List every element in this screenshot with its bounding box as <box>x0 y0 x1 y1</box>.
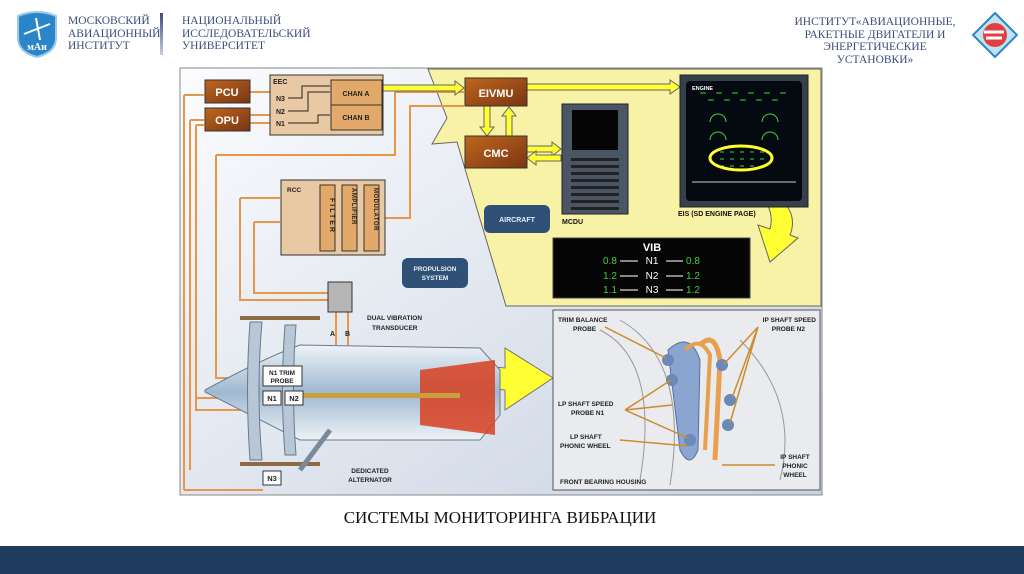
eivmu-label: EIVMU <box>479 88 514 100</box>
vib-row: 0.8 N1 0.8 <box>603 256 700 267</box>
vib-rows: 0.8 N1 0.8 1.2 N2 1.2 1.1 N3 1.2 <box>603 256 700 296</box>
institute-logo <box>972 12 1018 58</box>
nru-line: ИССЛЕДОВАТЕЛЬСКИЙ <box>182 27 311 40</box>
vib-row: 1.2 N2 1.2 <box>603 271 700 282</box>
svg-text:мАи: мАи <box>27 42 47 53</box>
vib-panel <box>552 237 751 299</box>
eis-label: EIS (SD ENGINE PAGE) <box>678 211 756 218</box>
eis-screen <box>686 81 802 201</box>
institute-line: РАКЕТНЫЕ ДВИГАТЕЛИ И <box>804 28 946 41</box>
alternator-label: DEDICATED <box>351 468 389 475</box>
alternator-label: ALTERNATOR <box>348 477 392 484</box>
rcc-label: RCC <box>287 187 301 194</box>
transducer-b-label: B <box>345 331 350 338</box>
lp-wheel-label: LP SHAFT <box>570 434 602 441</box>
chan-b-box <box>330 104 383 131</box>
mai-line: АВИАЦИОННЫЙ <box>68 27 161 40</box>
institute-name: ИНСТИТУТ«АВИАЦИОННЫЕ, РАКЕТНЫЕ ДВИГАТЕЛИ… <box>780 16 970 66</box>
vib-label: N1 <box>646 256 659 267</box>
n2-label: N2 <box>289 394 299 403</box>
trim-balance-label: TRIM BALANCE <box>558 317 608 324</box>
lp-speed-label: LP SHAFT SPEED <box>558 401 614 408</box>
vib-right: 0.8 <box>686 256 700 267</box>
trim-balance-label: PROBE <box>573 326 597 333</box>
vib-title: VIB <box>643 242 661 254</box>
chan-a-label: CHAN A <box>343 91 370 98</box>
nru-name: НАЦИОНАЛЬНЫЙ ИССЛЕДОВАТЕЛЬСКИЙ УНИВЕРСИТ… <box>182 15 311 53</box>
eec-label: EEC <box>273 79 287 86</box>
vib-right: 1.2 <box>686 285 700 296</box>
n1-trim-label: PROBE <box>270 378 294 385</box>
chan-a-box <box>330 79 383 106</box>
footer-bar <box>0 546 1024 574</box>
engine-sensor-labels: N1 TRIM PROBE N1 N2 N3 DEDICATED ALTERNA… <box>262 365 392 486</box>
n1-label: N1 <box>267 394 277 403</box>
opu-box <box>204 107 251 132</box>
vib-left: 0.8 <box>603 256 617 267</box>
lp-wheel-label: PHONIC WHEEL <box>560 443 611 450</box>
eivmu-box <box>464 77 528 107</box>
nru-line: НАЦИОНАЛЬНЫЙ <box>182 15 282 27</box>
cmc-label: CMC <box>483 148 508 160</box>
ip-wheel-label: WHEEL <box>783 472 807 479</box>
mai-name: МОСКОВСКИЙ АВИАЦИОННЫЙ ИНСТИТУТ <box>68 15 160 53</box>
institute-line: УСТАНОВКИ» <box>836 53 914 66</box>
nru-line: УНИВЕРСИТЕТ <box>182 40 266 52</box>
opu-label: OPU <box>215 115 239 127</box>
amplifier-block <box>341 184 358 252</box>
modulator-block <box>363 184 380 252</box>
mai-logo: мАи <box>17 11 57 58</box>
header-divider <box>160 13 163 55</box>
filter-block <box>319 184 336 252</box>
vib-left: 1.2 <box>603 271 617 282</box>
mcdu-keypad <box>571 158 619 210</box>
mcdu-screen <box>572 110 618 150</box>
ip-speed-label: PROBE N2 <box>772 326 806 333</box>
eis-gauges <box>692 92 796 183</box>
bearing-labels: TRIM BALANCE PROBE IP SHAFT SPEED PROBE … <box>558 317 816 486</box>
bearing-drawing <box>599 319 786 486</box>
ip-wheel-label: PHONIC <box>782 463 808 470</box>
ip-wheel-label: IP SHAFT <box>780 454 810 461</box>
n1-trim-label: N1 TRIM <box>269 370 295 377</box>
slide-caption: СИСТЕМЫ МОНИТОРИНГА ВИБРАЦИИ <box>343 508 657 527</box>
ip-speed-label: IP SHAFT SPEED <box>763 317 817 324</box>
engine-cutaway <box>204 316 501 472</box>
propulsion-label: SYSTEM <box>422 275 449 282</box>
mai-line: ИНСТИТУТ <box>68 40 130 52</box>
mai-line: МОСКОВСКИЙ <box>68 15 150 27</box>
aircraft-badge <box>484 205 550 233</box>
mcdu-label: MCDU <box>562 219 583 226</box>
chan-b-label: CHAN B <box>342 115 369 122</box>
institute-line: ИНСТИТУТ«АВИАЦИОННЫЕ, <box>794 16 956 28</box>
vib-highlight <box>708 144 774 172</box>
vib-row: 1.1 N3 1.2 <box>603 285 700 296</box>
amplifier-label: AMPLIFIER <box>350 188 356 225</box>
dual-vibration-label: TRANSDUCER <box>372 325 418 332</box>
vib-right: 1.2 <box>686 271 700 282</box>
transducer-a-label: A <box>330 331 335 338</box>
vib-label: N2 <box>646 271 659 282</box>
propulsion-label: PROPULSION <box>414 266 457 273</box>
vib-left: 1.1 <box>603 285 617 296</box>
pcu-box <box>204 79 251 104</box>
pcu-label: PCU <box>215 87 238 99</box>
lp-speed-label: PROBE N1 <box>571 410 605 417</box>
housing-label: FRONT BEARING HOUSING <box>560 479 646 486</box>
institute-line: ЭНЕРГЕТИЧЕСКИЕ <box>823 41 927 53</box>
eec-input-n1: N1 <box>276 121 285 128</box>
dual-vibration-label: DUAL VIBRATION <box>367 315 422 322</box>
cmc-box <box>464 135 528 169</box>
eec-input-n3: N3 <box>276 96 285 103</box>
n3-label: N3 <box>267 474 277 483</box>
eis-title: ENGINE <box>692 86 713 92</box>
transducer-box <box>327 281 353 313</box>
propulsion-badge <box>402 258 468 288</box>
aircraft-label: AIRCRAFT <box>499 217 535 224</box>
eec-input-n2: N2 <box>276 109 285 116</box>
vib-label: N3 <box>646 285 659 296</box>
filter-label: FILTER <box>328 198 335 234</box>
modulator-label: MODULATOR <box>372 188 378 231</box>
